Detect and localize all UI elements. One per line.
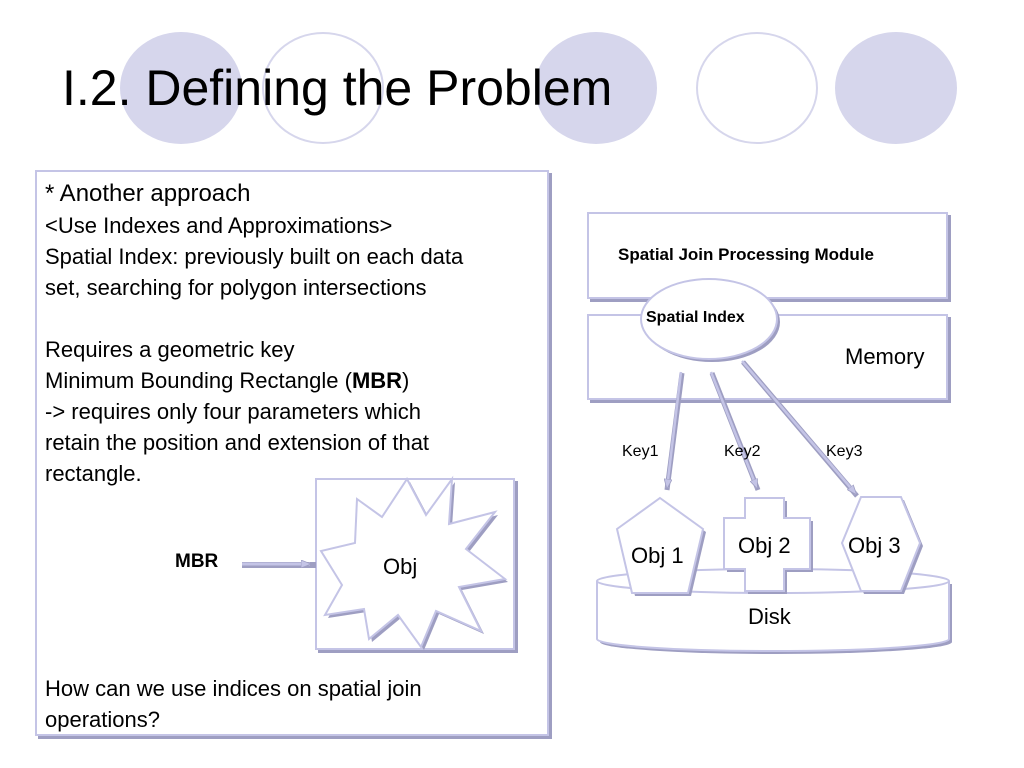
- mbr-definition-line: Minimum Bounding Rectangle (MBR): [45, 365, 409, 396]
- question-line-2: operations?: [45, 707, 160, 732]
- key2-label: Key2: [724, 443, 761, 460]
- mbr-label: MBR: [175, 551, 219, 572]
- obj1-label: Obj 1: [631, 543, 684, 568]
- disk-cylinder: [596, 581, 950, 652]
- requires-key-line: Requires a geometric key: [45, 337, 295, 362]
- mbr-definition-prefix: Minimum Bounding Rectangle (: [45, 368, 352, 393]
- header-circle-3: [535, 32, 657, 144]
- spatial-index-line-1: Spatial Index: previously built on each …: [45, 244, 464, 269]
- spatial-index-label: Spatial Index: [646, 309, 745, 326]
- obj-label: Obj: [383, 554, 418, 579]
- memory-label: Memory: [845, 344, 925, 369]
- params-line-2: retain the position and extension of tha…: [45, 430, 430, 455]
- obj2-cross: [723, 497, 811, 592]
- header-circle-2: [262, 32, 384, 144]
- obj-starburst: [319, 475, 508, 650]
- approach-heading: * Another approach: [45, 180, 251, 207]
- params-line-3: rectangle.: [45, 461, 142, 486]
- disk-label: Disk: [748, 604, 791, 629]
- module-label: Spatial Join Processing Module: [618, 245, 874, 264]
- mbr-definition-bold: MBR: [351, 368, 403, 393]
- obj3-hexagon: [840, 496, 922, 592]
- obj2-label: Obj 2: [738, 533, 791, 558]
- question-line-1: How can we use indices on spatial join: [45, 676, 422, 701]
- params-line-1: -> requires only four parameters which: [45, 399, 421, 424]
- obj3-label: Obj 3: [848, 533, 901, 558]
- mbr-definition-suffix: ): [402, 368, 410, 393]
- header-circle-1: [120, 32, 242, 144]
- obj1-pentagon: [615, 496, 705, 594]
- spatial-index-ellipse: [640, 278, 778, 360]
- spatial-index-line-2: set, searching for polygon intersections: [45, 275, 427, 300]
- slide-title: I.2. Defining the Problem: [62, 60, 613, 116]
- header-circle-4: [696, 32, 818, 144]
- key3-label: Key3: [826, 443, 863, 460]
- key1-label: Key1: [622, 443, 659, 460]
- indexes-line: <Use Indexes and Approximations>: [45, 213, 393, 238]
- header-circle-5: [835, 32, 957, 144]
